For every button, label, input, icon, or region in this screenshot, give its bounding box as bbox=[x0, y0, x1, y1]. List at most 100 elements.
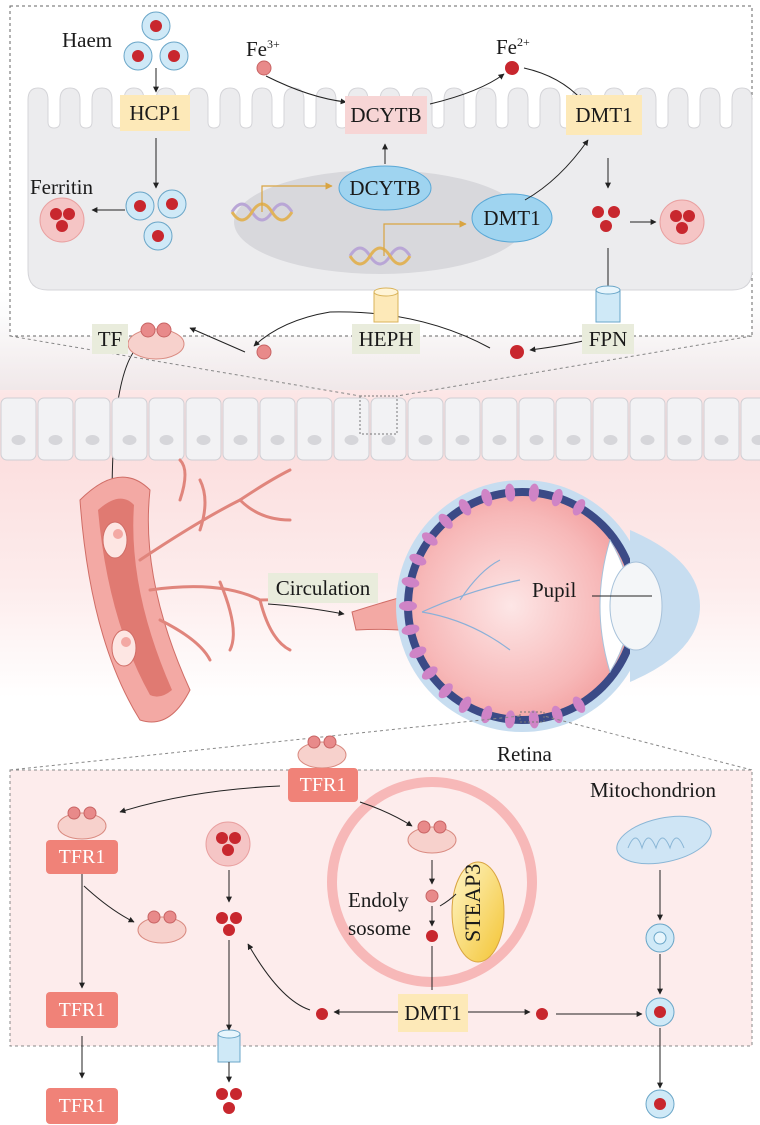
dmt1-oval-label: DMT1 bbox=[483, 205, 541, 230]
epithelial-nucleus bbox=[566, 435, 581, 445]
epithelial-cell bbox=[555, 397, 592, 461]
ferrous-iron-dot bbox=[223, 1102, 235, 1114]
retinal-pigment-cell bbox=[409, 646, 427, 659]
tfr1-box-mid: TFR1 bbox=[46, 992, 118, 1028]
haem-cluster-internal bbox=[125, 189, 187, 251]
retina-label: Retina bbox=[497, 742, 552, 766]
ferrous-iron-dot bbox=[426, 930, 438, 942]
fe3-charge: 3+ bbox=[267, 37, 280, 51]
ferrous-iron-dot bbox=[230, 912, 242, 924]
retinal-pigment-cell bbox=[528, 710, 539, 729]
steap3-label: STEAP3 bbox=[460, 863, 485, 942]
ferrous-iron-dot bbox=[216, 1088, 228, 1100]
epithelial-nucleus bbox=[11, 435, 26, 445]
endolysosome-label-1: Endoly bbox=[348, 888, 409, 912]
ferrous-iron-dot bbox=[536, 1008, 548, 1020]
epithelial-nucleus bbox=[85, 435, 100, 445]
epithelial-nucleus bbox=[455, 435, 470, 445]
retinal-pigment-cell bbox=[458, 696, 472, 713]
ferrous-iron-dot bbox=[316, 1008, 328, 1020]
epithelial-nucleus bbox=[196, 435, 211, 445]
retinal-pigment-cell bbox=[421, 666, 438, 680]
capillary-branches bbox=[138, 458, 332, 662]
epithelial-cell bbox=[407, 397, 444, 461]
retinal-pigment-cell bbox=[528, 483, 539, 502]
retinal-pigment-cell bbox=[401, 624, 420, 635]
epithelial-nucleus bbox=[603, 435, 618, 445]
dmt1-box: DMT1 bbox=[566, 95, 642, 135]
ferrous-iron-dot bbox=[505, 61, 519, 75]
dcytb-oval bbox=[338, 165, 432, 211]
retinal-pigment-cell bbox=[481, 488, 493, 507]
retinal-pigment-cell bbox=[421, 532, 438, 546]
tfr1-box-left: TFR1 bbox=[46, 840, 118, 874]
haem-label: Haem bbox=[62, 28, 113, 52]
epithelial-cell bbox=[37, 397, 74, 461]
retinal-pigment-cell bbox=[399, 601, 417, 611]
dmt1-box-retina: DMT1 bbox=[398, 994, 468, 1032]
steap3-shape bbox=[451, 861, 505, 963]
epithelial-cell bbox=[703, 397, 740, 461]
transferrin-complex bbox=[407, 820, 457, 854]
ferritin-left bbox=[39, 197, 85, 243]
fe2-label: Fe2+ bbox=[496, 36, 530, 58]
retinal-pigment-cell bbox=[572, 499, 586, 516]
ferric-iron-dot bbox=[256, 60, 272, 76]
blood-vessel bbox=[79, 476, 191, 723]
epithelial-nucleus bbox=[418, 435, 433, 445]
retinal-pigment-cell bbox=[409, 553, 427, 566]
heph-cylinder bbox=[373, 287, 399, 323]
epithelial-cell bbox=[222, 397, 259, 461]
eye bbox=[396, 480, 700, 732]
heph-label: HEPH bbox=[352, 324, 420, 354]
ferritin-right bbox=[659, 199, 705, 245]
dmt1-oval bbox=[471, 193, 553, 243]
fe3-base: Fe bbox=[246, 37, 267, 61]
ferrous-iron-dot bbox=[216, 912, 228, 924]
epithelial-cell bbox=[259, 397, 296, 461]
epithelial-nucleus bbox=[159, 435, 174, 445]
retina-panel bbox=[9, 769, 753, 1047]
retinal-pigment-cell bbox=[438, 513, 453, 529]
retinal-pigment-cell bbox=[458, 499, 472, 516]
epithelial-nucleus bbox=[307, 435, 322, 445]
epithelial-nucleus bbox=[714, 435, 729, 445]
epithelial-nucleus bbox=[640, 435, 655, 445]
epithelial-cell bbox=[444, 397, 481, 461]
ferric-iron-dot bbox=[256, 344, 272, 360]
fe2-charge: 2+ bbox=[517, 35, 530, 49]
ferritin-retina bbox=[205, 821, 251, 867]
retinal-pigment-cell bbox=[572, 696, 586, 713]
fpn-cylinder bbox=[595, 285, 621, 323]
transferrin bbox=[127, 322, 185, 360]
endolysosome-label-2: sosome bbox=[348, 916, 411, 940]
epithelial-nucleus bbox=[233, 435, 248, 445]
pupil-label: Pupil bbox=[532, 578, 577, 602]
fe2-base: Fe bbox=[496, 35, 517, 59]
nucleus bbox=[234, 170, 526, 274]
ferrous-iron-dot bbox=[223, 924, 235, 936]
epithelial-cell bbox=[370, 397, 407, 461]
epithelial-nucleus bbox=[751, 435, 760, 445]
epithelial-nucleus bbox=[122, 435, 137, 445]
mitochondrion-shape bbox=[616, 815, 712, 865]
retinal-pigment-cell bbox=[551, 488, 563, 507]
transferrin-complex bbox=[57, 806, 107, 840]
epithelial-cell bbox=[148, 397, 185, 461]
epithelial-cell bbox=[0, 397, 37, 461]
ferrous-iron-dot bbox=[510, 345, 524, 359]
epithelial-cell bbox=[518, 397, 555, 461]
ferrous-iron-dot bbox=[608, 206, 620, 218]
epithelial-cell bbox=[111, 397, 148, 461]
dcytb-oval-label: DCYTB bbox=[349, 175, 421, 200]
epithelial-cell bbox=[333, 397, 370, 461]
haem-cluster bbox=[123, 11, 189, 71]
epithelium-row bbox=[0, 397, 760, 461]
retinal-pigment-cell bbox=[401, 577, 420, 588]
epithelial-cell bbox=[185, 397, 222, 461]
ferric-iron-dot bbox=[425, 889, 439, 903]
tfr1-box-top: TFR1 bbox=[288, 768, 358, 802]
ferrous-iron-dot bbox=[230, 1088, 242, 1100]
